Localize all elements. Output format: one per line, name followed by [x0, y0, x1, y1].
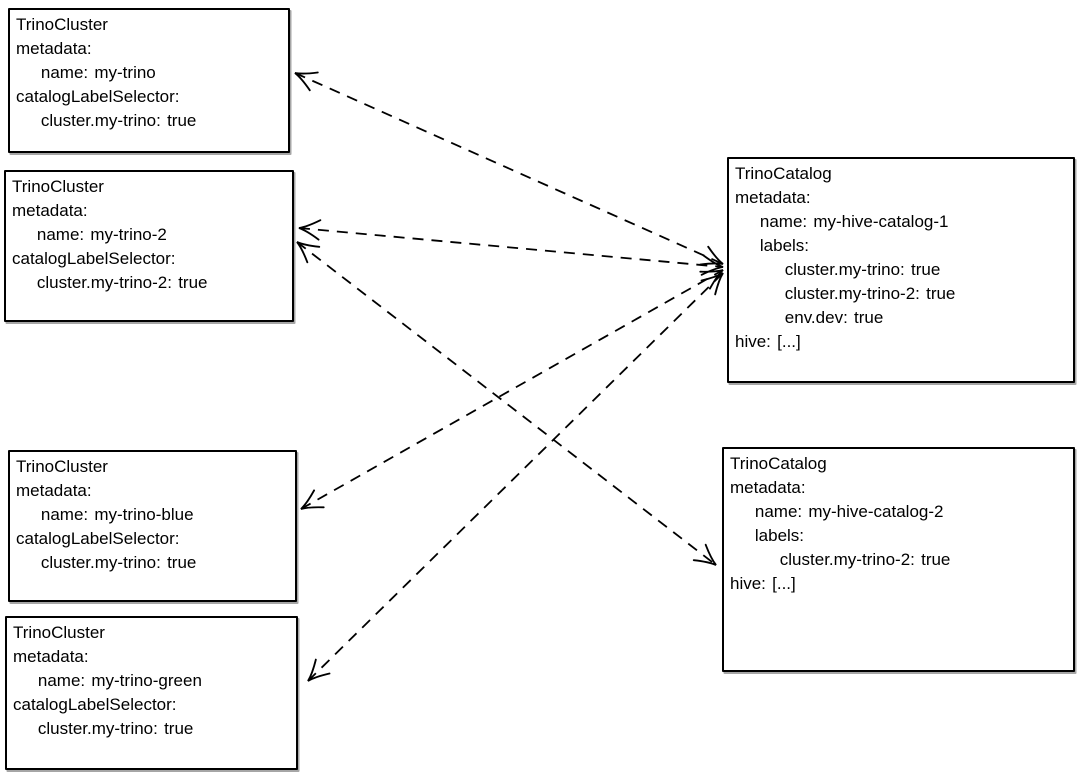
yaml-line: hive: [...] — [735, 332, 801, 351]
yaml-line: metadata: — [12, 201, 88, 220]
yaml-line: TrinoCluster — [16, 15, 108, 34]
yaml-line: metadata: — [735, 188, 811, 207]
yaml-line: metadata: — [13, 647, 89, 666]
node-trinocatalog-my-hive-catalog-2: TrinoCatalog metadata: name: my-hive-cat… — [722, 447, 1075, 672]
yaml-line: name: my-trino-green — [13, 671, 202, 690]
yaml-line: name: my-hive-catalog-2 — [730, 502, 944, 521]
yaml-line: cluster.my-trino-2: true — [730, 550, 951, 569]
node-trinocluster-my-trino: TrinoCluster metadata: name: my-trino ca… — [8, 8, 290, 153]
yaml-line: cluster.my-trino: true — [16, 111, 197, 130]
yaml-line: cluster.my-trino-2: true — [12, 273, 208, 292]
edge-catalog1-to-my-trino — [294, 71, 724, 266]
yaml-line: name: my-trino — [16, 63, 156, 82]
yaml-line: TrinoCluster — [16, 457, 108, 476]
yaml-line: hive: [...] — [730, 574, 796, 593]
yaml-line: name: my-trino-2 — [12, 225, 167, 244]
yaml-line: metadata: — [16, 481, 92, 500]
yaml-line: name: my-trino-blue — [16, 505, 194, 524]
yaml-line: cluster.my-trino: true — [13, 719, 194, 738]
yaml-line: catalogLabelSelector: — [12, 249, 176, 268]
yaml-line: metadata: — [16, 39, 92, 58]
yaml-line: TrinoCluster — [13, 623, 105, 642]
yaml-line: name: my-hive-catalog-1 — [735, 212, 949, 231]
yaml-line: labels: — [735, 236, 810, 255]
yaml-line: TrinoCatalog — [735, 164, 832, 183]
edge-my-trino-2-to-catalog2 — [296, 241, 717, 566]
node-trinocluster-my-trino-green: TrinoCluster metadata: name: my-trino-gr… — [5, 616, 298, 770]
yaml-line: TrinoCatalog — [730, 454, 827, 473]
yaml-line: cluster.my-trino-2: true — [735, 284, 956, 303]
yaml-line: catalogLabelSelector: — [13, 695, 177, 714]
edge-catalog1-to-my-trino-blue — [300, 269, 724, 510]
yaml-line: metadata: — [730, 478, 806, 497]
yaml-line: labels: — [730, 526, 805, 545]
edge-catalog1-to-my-trino-2 — [298, 219, 724, 276]
yaml-line: cluster.my-trino: true — [735, 260, 941, 279]
yaml-line: cluster.my-trino: true — [16, 553, 197, 572]
node-trinocluster-my-trino-2: TrinoCluster metadata: name: my-trino-2 … — [4, 170, 294, 322]
yaml-line: TrinoCluster — [12, 177, 104, 196]
node-trinocatalog-my-hive-catalog-1: TrinoCatalog metadata: name: my-hive-cat… — [727, 157, 1075, 383]
yaml-line: env.dev: true — [735, 308, 884, 327]
edge-catalog1-to-my-trino-green — [307, 272, 724, 682]
yaml-line: catalogLabelSelector: — [16, 87, 180, 106]
yaml-line: catalogLabelSelector: — [16, 529, 180, 548]
node-trinocluster-my-trino-blue: TrinoCluster metadata: name: my-trino-bl… — [8, 450, 297, 602]
